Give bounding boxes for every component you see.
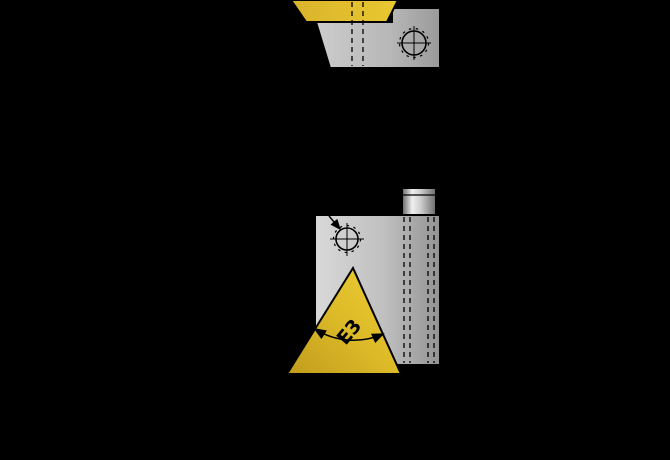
leader-arrow bbox=[328, 215, 342, 231]
angle-dimension-arc bbox=[313, 327, 385, 344]
top-view-figure bbox=[289, 0, 441, 69]
insert-top-view bbox=[289, 0, 400, 23]
screw-hole-top-view bbox=[397, 26, 431, 60]
front-view-figure: E3 bbox=[285, 187, 441, 375]
clamp-pin bbox=[401, 187, 437, 217]
insert-tip-triangle bbox=[285, 265, 403, 375]
screw-hole-front-view bbox=[328, 215, 364, 256]
